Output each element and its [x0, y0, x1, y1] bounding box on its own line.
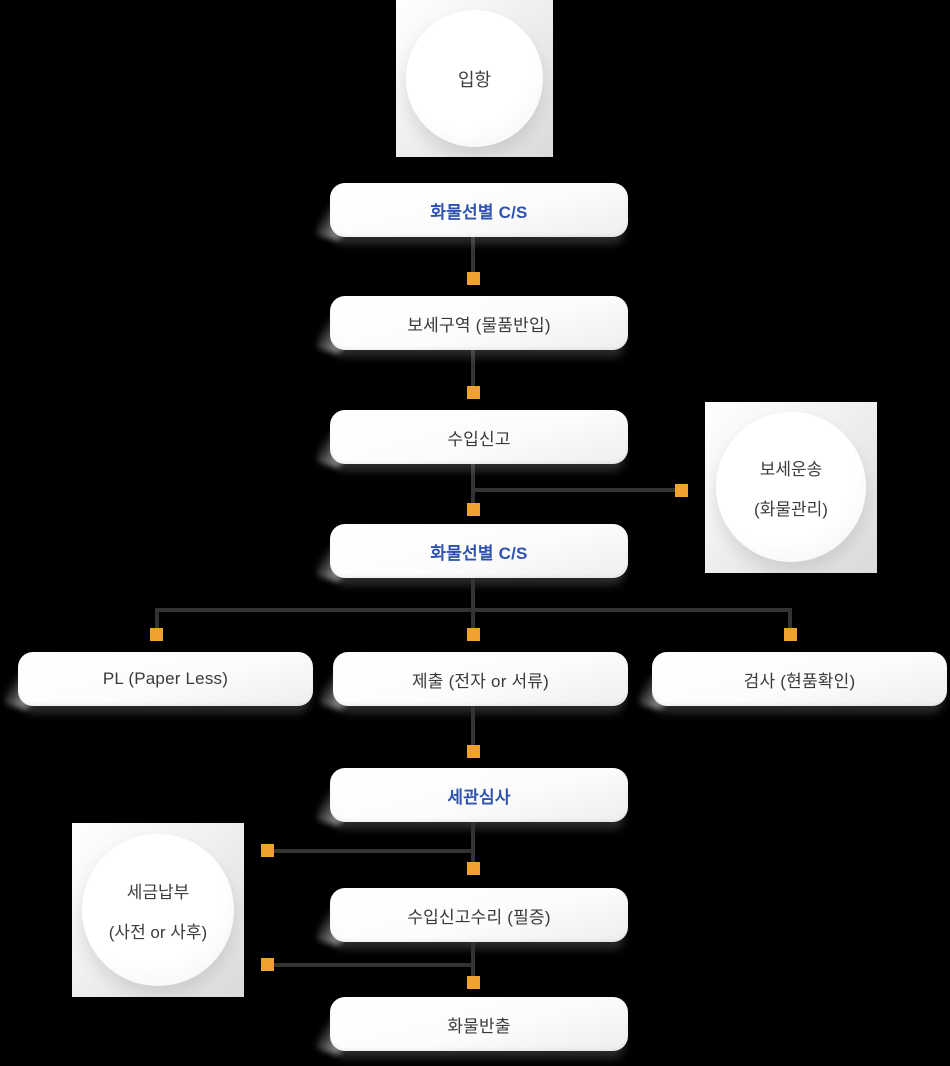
branch-review-to-tax-marker: [261, 844, 274, 857]
node-arrival: 입항: [406, 10, 543, 147]
branch-review-to-tax-line: [268, 849, 473, 853]
connector-declare-to-cs2-marker: [467, 503, 480, 516]
connector-bonded-to-declare-line: [471, 350, 475, 388]
split-center-marker: [467, 628, 480, 641]
node-cargo-cs-2: 화물선별 C/S: [330, 524, 628, 578]
node-bonded-area: 보세구역 (물품반입): [330, 296, 628, 350]
node-inspection: 검사 (현품확인): [652, 652, 947, 706]
node-import-declaration-label: 수입신고: [447, 429, 511, 449]
node-arrival-card: 입항: [396, 0, 553, 157]
split-right-marker: [784, 628, 797, 641]
connector-review-to-acceptance-marker: [467, 862, 480, 875]
node-tax-payment-card: 세금납부 (사전 or 사후): [72, 823, 244, 997]
connector-review-to-acceptance-line: [471, 822, 475, 865]
split-right-stub-line: [788, 608, 792, 630]
split-center-stem-line: [471, 578, 475, 630]
node-declaration-acceptance-label: 수입신고수리 (필증): [407, 907, 551, 927]
node-cargo-cs-1-label: 화물선별 C/S: [430, 202, 528, 222]
connector-bonded-to-declare-marker: [467, 386, 480, 399]
connector-declare-to-cs2-line: [471, 464, 475, 506]
node-declaration-acceptance: 수입신고수리 (필증): [330, 888, 628, 942]
node-pl-label: PL (Paper Less): [102, 669, 229, 688]
connector-acceptance-to-release-line: [471, 942, 475, 977]
node-bonded-area-label: 보세구역 (물품반입): [407, 315, 551, 335]
node-bonded-transport-card: 보세운송 (화물관리): [705, 402, 877, 573]
split-left-marker: [150, 628, 163, 641]
node-cargo-cs-2-label: 화물선별 C/S: [430, 543, 528, 563]
connector-cs1-to-bonded-line: [471, 237, 475, 275]
connector-cs1-to-bonded-marker: [467, 272, 480, 285]
node-tax-payment-line2: (사전 or 사후): [108, 922, 208, 942]
node-arrival-label: 입항: [457, 69, 492, 90]
node-inspection-label: 검사 (현품확인): [743, 671, 856, 691]
node-submission-label: 제출 (전자 or 서류): [411, 671, 550, 691]
node-pl: PL (Paper Less): [18, 652, 313, 706]
node-cargo-release-label: 화물반출: [447, 1016, 511, 1036]
branch-acceptance-to-tax-line: [268, 963, 473, 967]
node-cargo-release: 화물반출: [330, 997, 628, 1051]
node-bonded-transport-line1: 보세운송: [759, 459, 823, 479]
branch-to-bonded-transport-line: [473, 488, 681, 492]
node-customs-review: 세관심사: [330, 768, 628, 822]
node-import-declaration: 수입신고: [330, 410, 628, 464]
node-submission: 제출 (전자 or 서류): [333, 652, 628, 706]
connector-acceptance-to-release-marker: [467, 976, 480, 989]
node-bonded-transport: 보세운송 (화물관리): [716, 412, 866, 562]
node-customs-review-label: 세관심사: [447, 787, 511, 807]
branch-to-bonded-transport-marker: [675, 484, 688, 497]
split-left-stub-line: [155, 608, 159, 630]
branch-acceptance-to-tax-marker: [261, 958, 274, 971]
node-tax-payment: 세금납부 (사전 or 사후): [82, 834, 234, 986]
split-crossbar-line: [155, 608, 792, 612]
node-tax-payment-line1: 세금납부: [126, 882, 190, 902]
connector-submission-to-review-marker: [467, 745, 480, 758]
connector-submission-to-review-line: [471, 706, 475, 746]
node-cargo-cs-1: 화물선별 C/S: [330, 183, 628, 237]
node-bonded-transport-line2: (화물관리): [754, 499, 828, 519]
